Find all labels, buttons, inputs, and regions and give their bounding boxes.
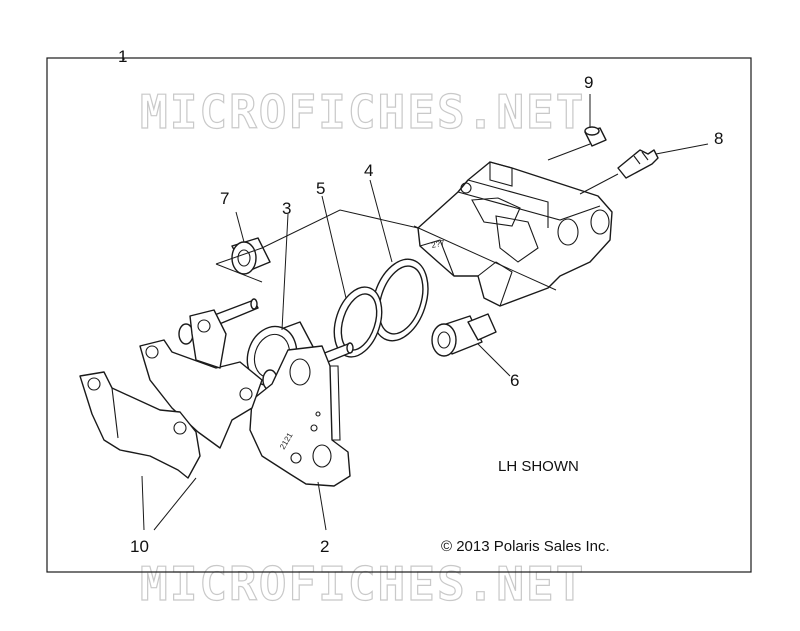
callout-6: 6 xyxy=(510,371,519,390)
piston-seal-small xyxy=(333,286,383,358)
callout-7: 7 xyxy=(220,189,229,208)
mounting-bracket: 2121 xyxy=(249,345,351,487)
assembly-border xyxy=(46,57,752,573)
callout-8: 8 xyxy=(714,129,723,148)
caliper-housing: 2?7 xyxy=(417,161,613,307)
callout-5: 5 xyxy=(316,179,325,198)
brake-pad-front xyxy=(79,371,201,479)
boot-bushing-lower xyxy=(431,313,497,357)
piston-seal-large xyxy=(371,258,429,342)
watermark-top: MICROFICHES.NET xyxy=(140,85,585,139)
copyright-text: © 2013 Polaris Sales Inc. xyxy=(441,538,610,555)
brake-pad-rear xyxy=(139,309,263,449)
callout-4: 4 xyxy=(364,161,373,180)
orientation-note: LH SHOWN xyxy=(498,458,579,475)
bleeder-screw xyxy=(617,149,659,179)
callout-3: 3 xyxy=(282,199,291,218)
caliper-stamp: 2?7 xyxy=(431,238,446,250)
leader-lines xyxy=(123,58,709,531)
bleeder-cap xyxy=(584,126,607,147)
callout-10: 10 xyxy=(130,537,149,556)
watermark-bottom: MICROFICHES.NET xyxy=(140,557,585,611)
boot-bushing-upper xyxy=(231,237,271,275)
callout-1: 1 xyxy=(118,47,127,66)
callout-9: 9 xyxy=(584,73,593,92)
callout-2: 2 xyxy=(320,537,329,556)
